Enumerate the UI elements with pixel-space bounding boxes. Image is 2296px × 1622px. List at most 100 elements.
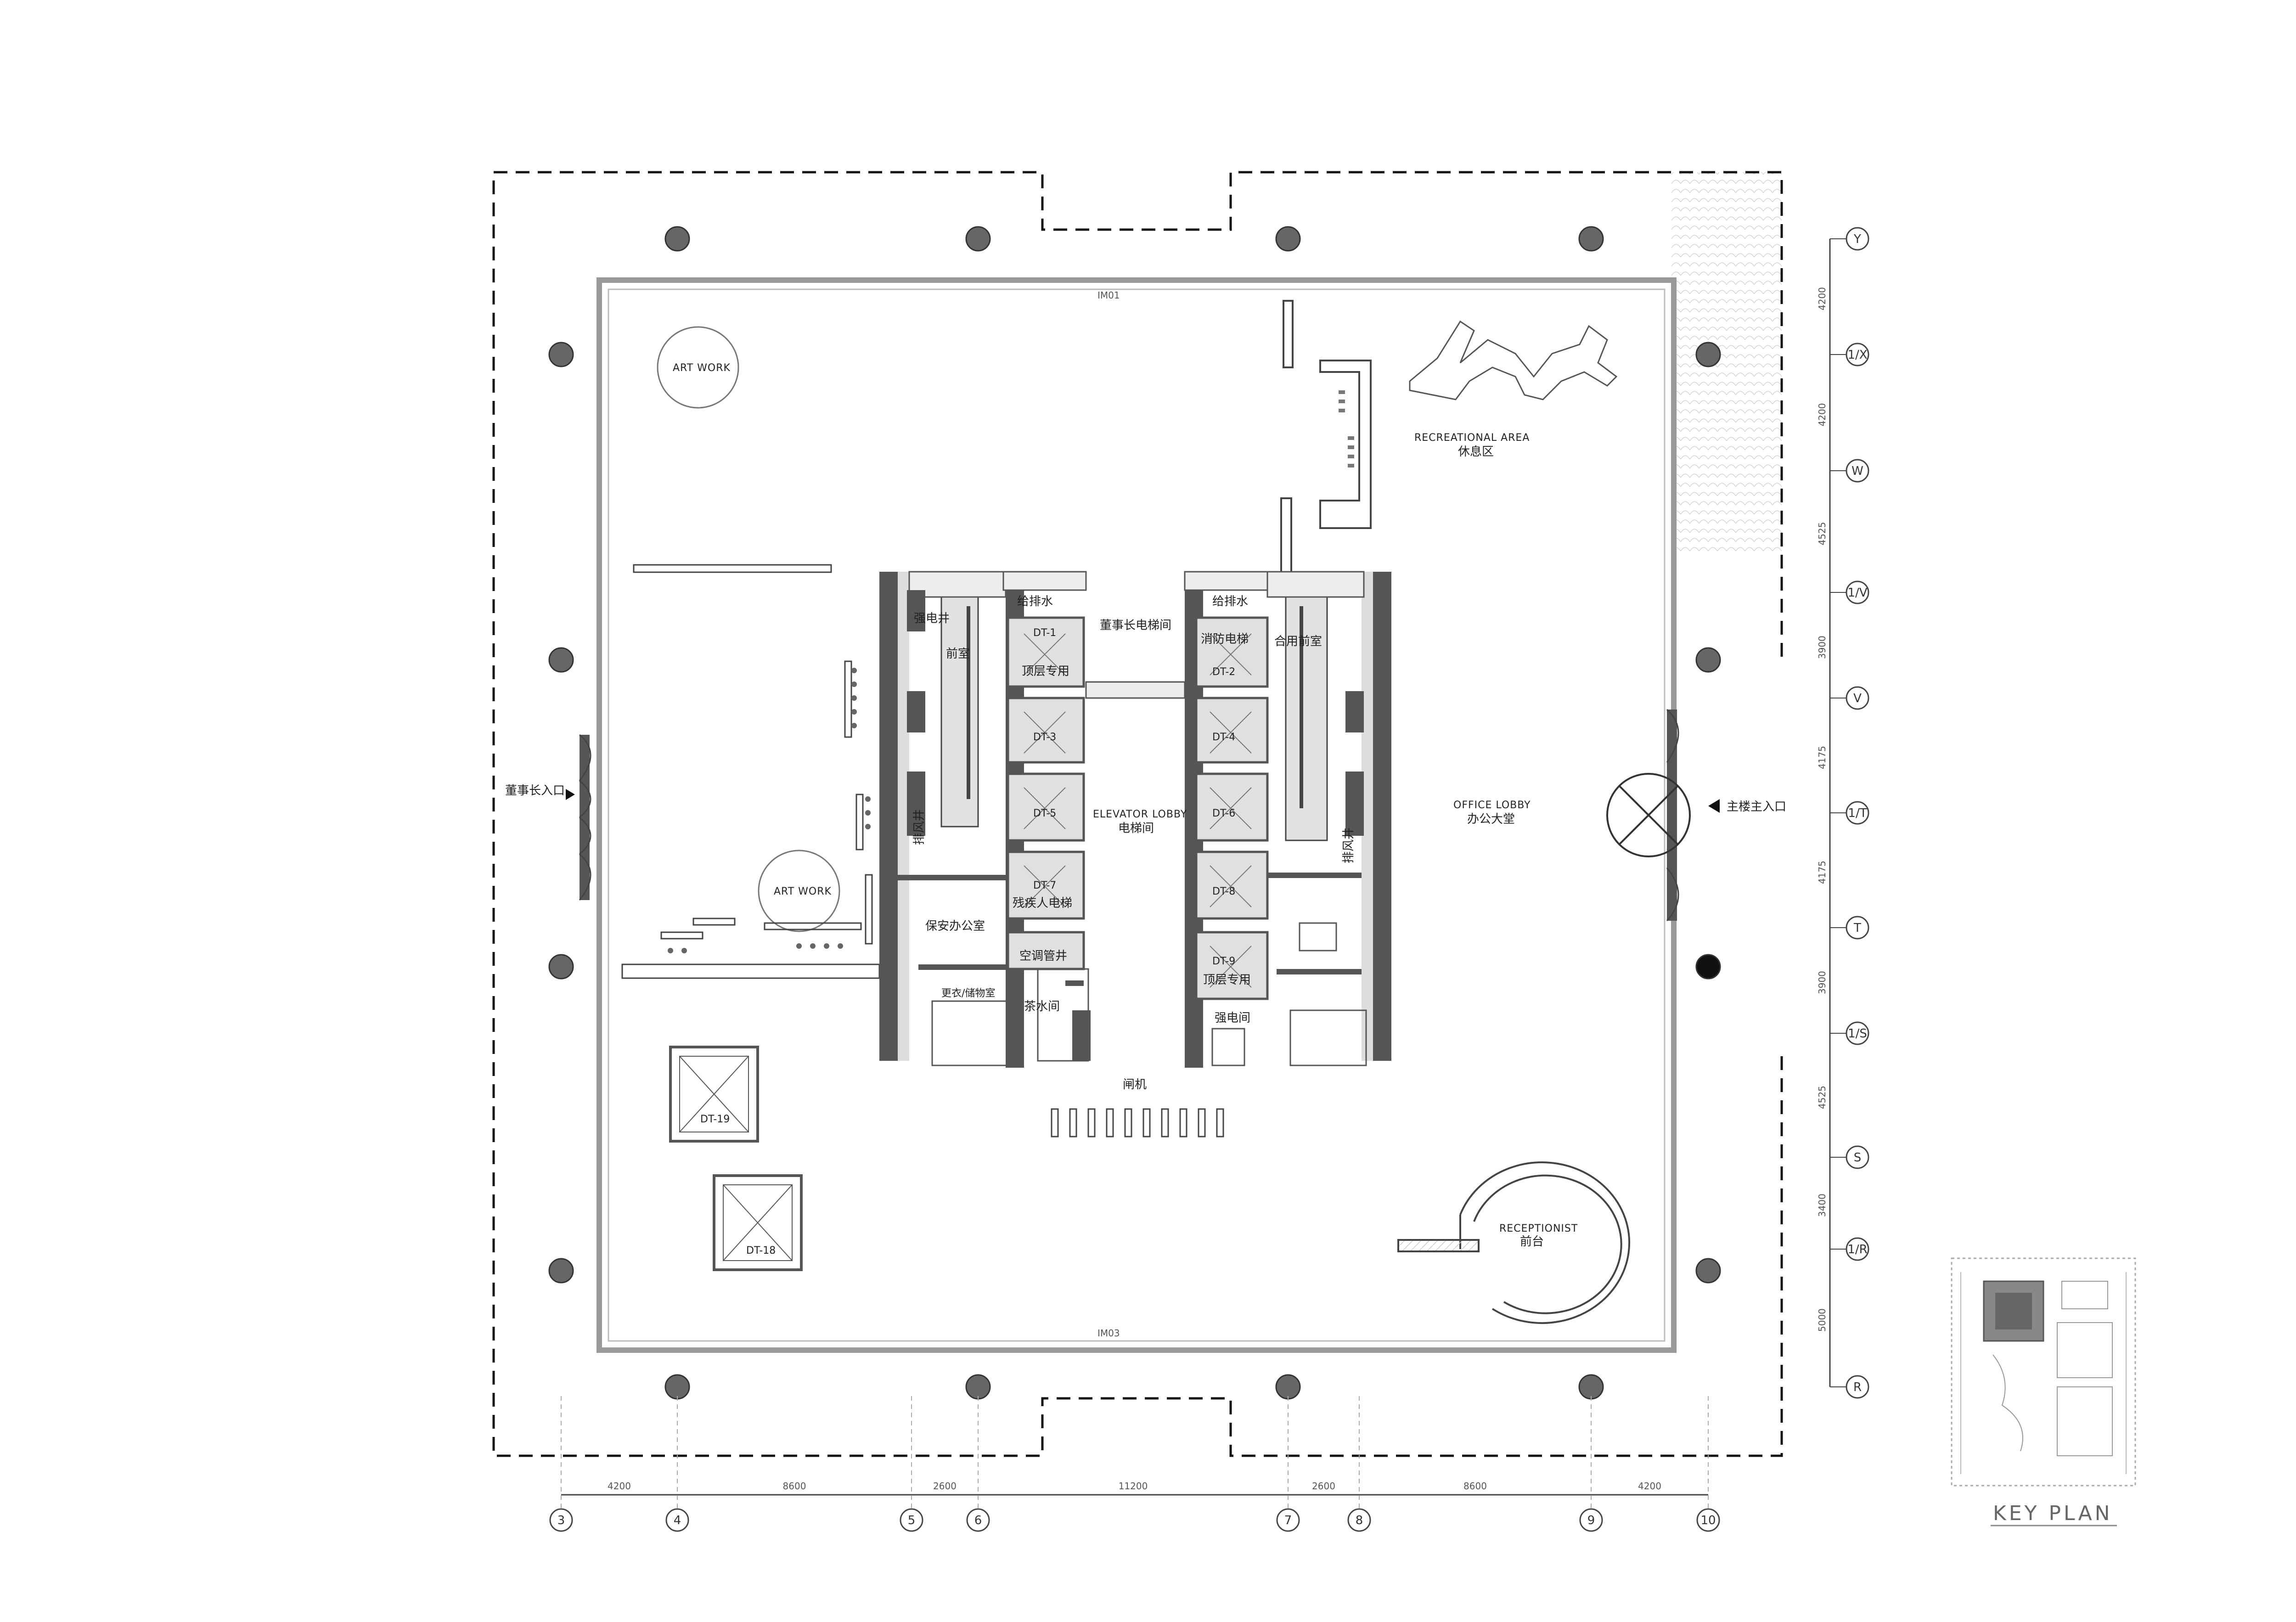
- elevator-dt1-label: DT-1: [1033, 627, 1056, 639]
- core-left-elevator-crosses: [1024, 633, 1066, 907]
- strong-power-shaft-left: 强电井: [914, 612, 950, 625]
- grid-column-bubble: 5: [900, 1396, 923, 1532]
- grid-row-label: S: [1854, 1151, 1862, 1165]
- recreational-area-label-cn: 休息区: [1458, 445, 1494, 459]
- elevator-dt9-note: 顶层专用: [1203, 973, 1251, 987]
- elevator-dt7-label: DT-7: [1033, 880, 1056, 891]
- column-spacing-dimension: 2600: [1312, 1481, 1335, 1492]
- key-plan-thumbnail: [1951, 1257, 2136, 1487]
- elevator-dt9-label: DT-9: [1212, 956, 1235, 967]
- column-spacing-dimension: 8600: [783, 1481, 806, 1492]
- grid-row-label: 1/S: [1848, 1027, 1867, 1041]
- chairman-entrance-label: 董事长入口: [505, 784, 565, 798]
- grid-row-bubbles: Y1/XW1/VV1/TT1/SS1/RR4200420045253900417…: [1817, 227, 1869, 1399]
- elevator-dt19: [669, 1046, 759, 1143]
- core-bridge: [1085, 681, 1186, 699]
- locker-storage-room: 更衣/储物室: [941, 988, 995, 999]
- water-supply-left: 给排水: [1017, 595, 1053, 608]
- grid-row-label: 1/V: [1847, 586, 1867, 600]
- column-spacing-dimension: 11200: [1119, 1481, 1148, 1492]
- elevator-dt18: [713, 1174, 803, 1271]
- hatched-landscape-strip: [1671, 172, 1782, 553]
- elevator-dt1-note: 顶层专用: [1022, 665, 1069, 678]
- row-spacing-dimension: 5000: [1817, 1308, 1828, 1332]
- grid-column-label: 9: [1587, 1514, 1595, 1527]
- row-spacing-dimension: 4525: [1817, 522, 1828, 546]
- recreational-area-label-en: RECREATIONAL AREA: [1414, 432, 1530, 444]
- core-left-elevators: [1007, 616, 1085, 970]
- tea-room: 茶水间: [1024, 1000, 1060, 1014]
- elevator-dt6-label: DT-6: [1212, 808, 1235, 819]
- column-spacing-dimension: 8600: [1463, 1481, 1487, 1492]
- grid-row-bubble: 1/V: [1830, 580, 1869, 604]
- grid-column-label: 4: [674, 1514, 681, 1527]
- elevator-dt7-note: 残疾人电梯: [1013, 896, 1072, 910]
- building-inner-wall: [608, 288, 1666, 1342]
- grid-row-label: V: [1853, 692, 1862, 705]
- art-work-label-bottom: ART WORK: [774, 886, 832, 897]
- partition-walls: [1280, 300, 1372, 582]
- left-lobby-dots: [668, 668, 871, 953]
- main-entrance-revolving-door: [1606, 709, 1691, 922]
- exhaust-shaft-right: 排风井: [1342, 828, 1356, 863]
- row-spacing-dimension: 3900: [1817, 971, 1828, 994]
- grid-column-label: 5: [908, 1514, 916, 1527]
- grid-column-bubble: 4: [665, 1396, 689, 1532]
- grid-column-label: 10: [1700, 1514, 1716, 1527]
- column-spacing-dimension: 4200: [1638, 1481, 1661, 1492]
- front-room-label: 前室: [946, 647, 970, 661]
- planter-dots: [1339, 390, 1354, 467]
- row-spacing-dimension: 4200: [1817, 403, 1828, 427]
- structural-columns: [548, 226, 1721, 1400]
- column-spacing-dimension: 2600: [933, 1481, 957, 1492]
- row-spacing-dimension: 3900: [1817, 636, 1828, 659]
- elevator-dt19-label: DT-19: [700, 1114, 730, 1125]
- grid-row-label: T: [1853, 921, 1861, 935]
- grid-row-bubble: V: [1830, 686, 1869, 710]
- wall-tag-bottom: IM03: [1097, 1328, 1120, 1339]
- key-plan-title: KEY PLAN: [1993, 1502, 2113, 1525]
- grid-column-label: 7: [1284, 1514, 1292, 1527]
- grid-row-bubble: 1/R: [1830, 1237, 1869, 1261]
- grid-column-label: 6: [974, 1514, 982, 1527]
- main-entrance-arrow: [1708, 799, 1720, 813]
- left-lobby-fixtures: [621, 564, 880, 979]
- grid-column-label: 8: [1356, 1514, 1363, 1527]
- elevator-dt18-label: DT-18: [746, 1245, 776, 1256]
- grid-row-bubble: R: [1830, 1375, 1869, 1399]
- column-spacing-dimension: 4200: [608, 1481, 631, 1492]
- grid-row-label: Y: [1853, 232, 1861, 246]
- chairman-entrance-arrow: [566, 789, 575, 800]
- grid-row-bubble: T: [1830, 916, 1869, 940]
- row-spacing-dimension: 4525: [1817, 1086, 1828, 1109]
- grid-row-bubble: 1/T: [1830, 801, 1869, 825]
- grid-column-bubble: 7: [1276, 1396, 1300, 1532]
- elevator-lobby-label-cn: 电梯间: [1118, 822, 1154, 835]
- elevator-dt2-label: DT-2: [1212, 666, 1235, 678]
- receptionist-label-cn: 前台: [1520, 1235, 1544, 1249]
- core-right-elevator-crosses: [1210, 633, 1252, 988]
- main-entrance-label: 主楼主入口: [1727, 800, 1786, 814]
- grid-row-bubble: 1/X: [1830, 343, 1869, 366]
- office-lobby-label-cn: 办公大堂: [1467, 812, 1515, 826]
- turnstiles: [1051, 1108, 1224, 1138]
- fire-elevator-label: 消防电梯: [1201, 632, 1249, 646]
- receptionist-label-en: RECEPTIONIST: [1499, 1223, 1578, 1234]
- elevator-dt8-label: DT-8: [1212, 886, 1235, 897]
- row-spacing-dimension: 4175: [1817, 746, 1828, 769]
- security-office: 保安办公室: [925, 919, 985, 933]
- grid-column-bubble: 6: [966, 1396, 990, 1532]
- art-work-circle-bottom: [758, 850, 840, 932]
- grid-row-bubble: S: [1830, 1145, 1869, 1169]
- exhaust-shaft-left: 排风井: [912, 809, 926, 845]
- core-right-elevators: [1195, 616, 1269, 1000]
- art-work-label-top: ART WORK: [673, 362, 731, 374]
- grid-column-bubble: 9: [1579, 1396, 1603, 1532]
- elevator-dt5-label: DT-5: [1033, 808, 1056, 819]
- elevator-lobby-label-en: ELEVATOR LOBBY: [1093, 809, 1187, 820]
- row-spacing-dimension: 4175: [1817, 861, 1828, 884]
- shared-front-room: 合用前室: [1274, 635, 1322, 648]
- row-spacing-dimension: 4200: [1817, 287, 1828, 310]
- grid-column-bubble: 10: [1696, 1396, 1720, 1532]
